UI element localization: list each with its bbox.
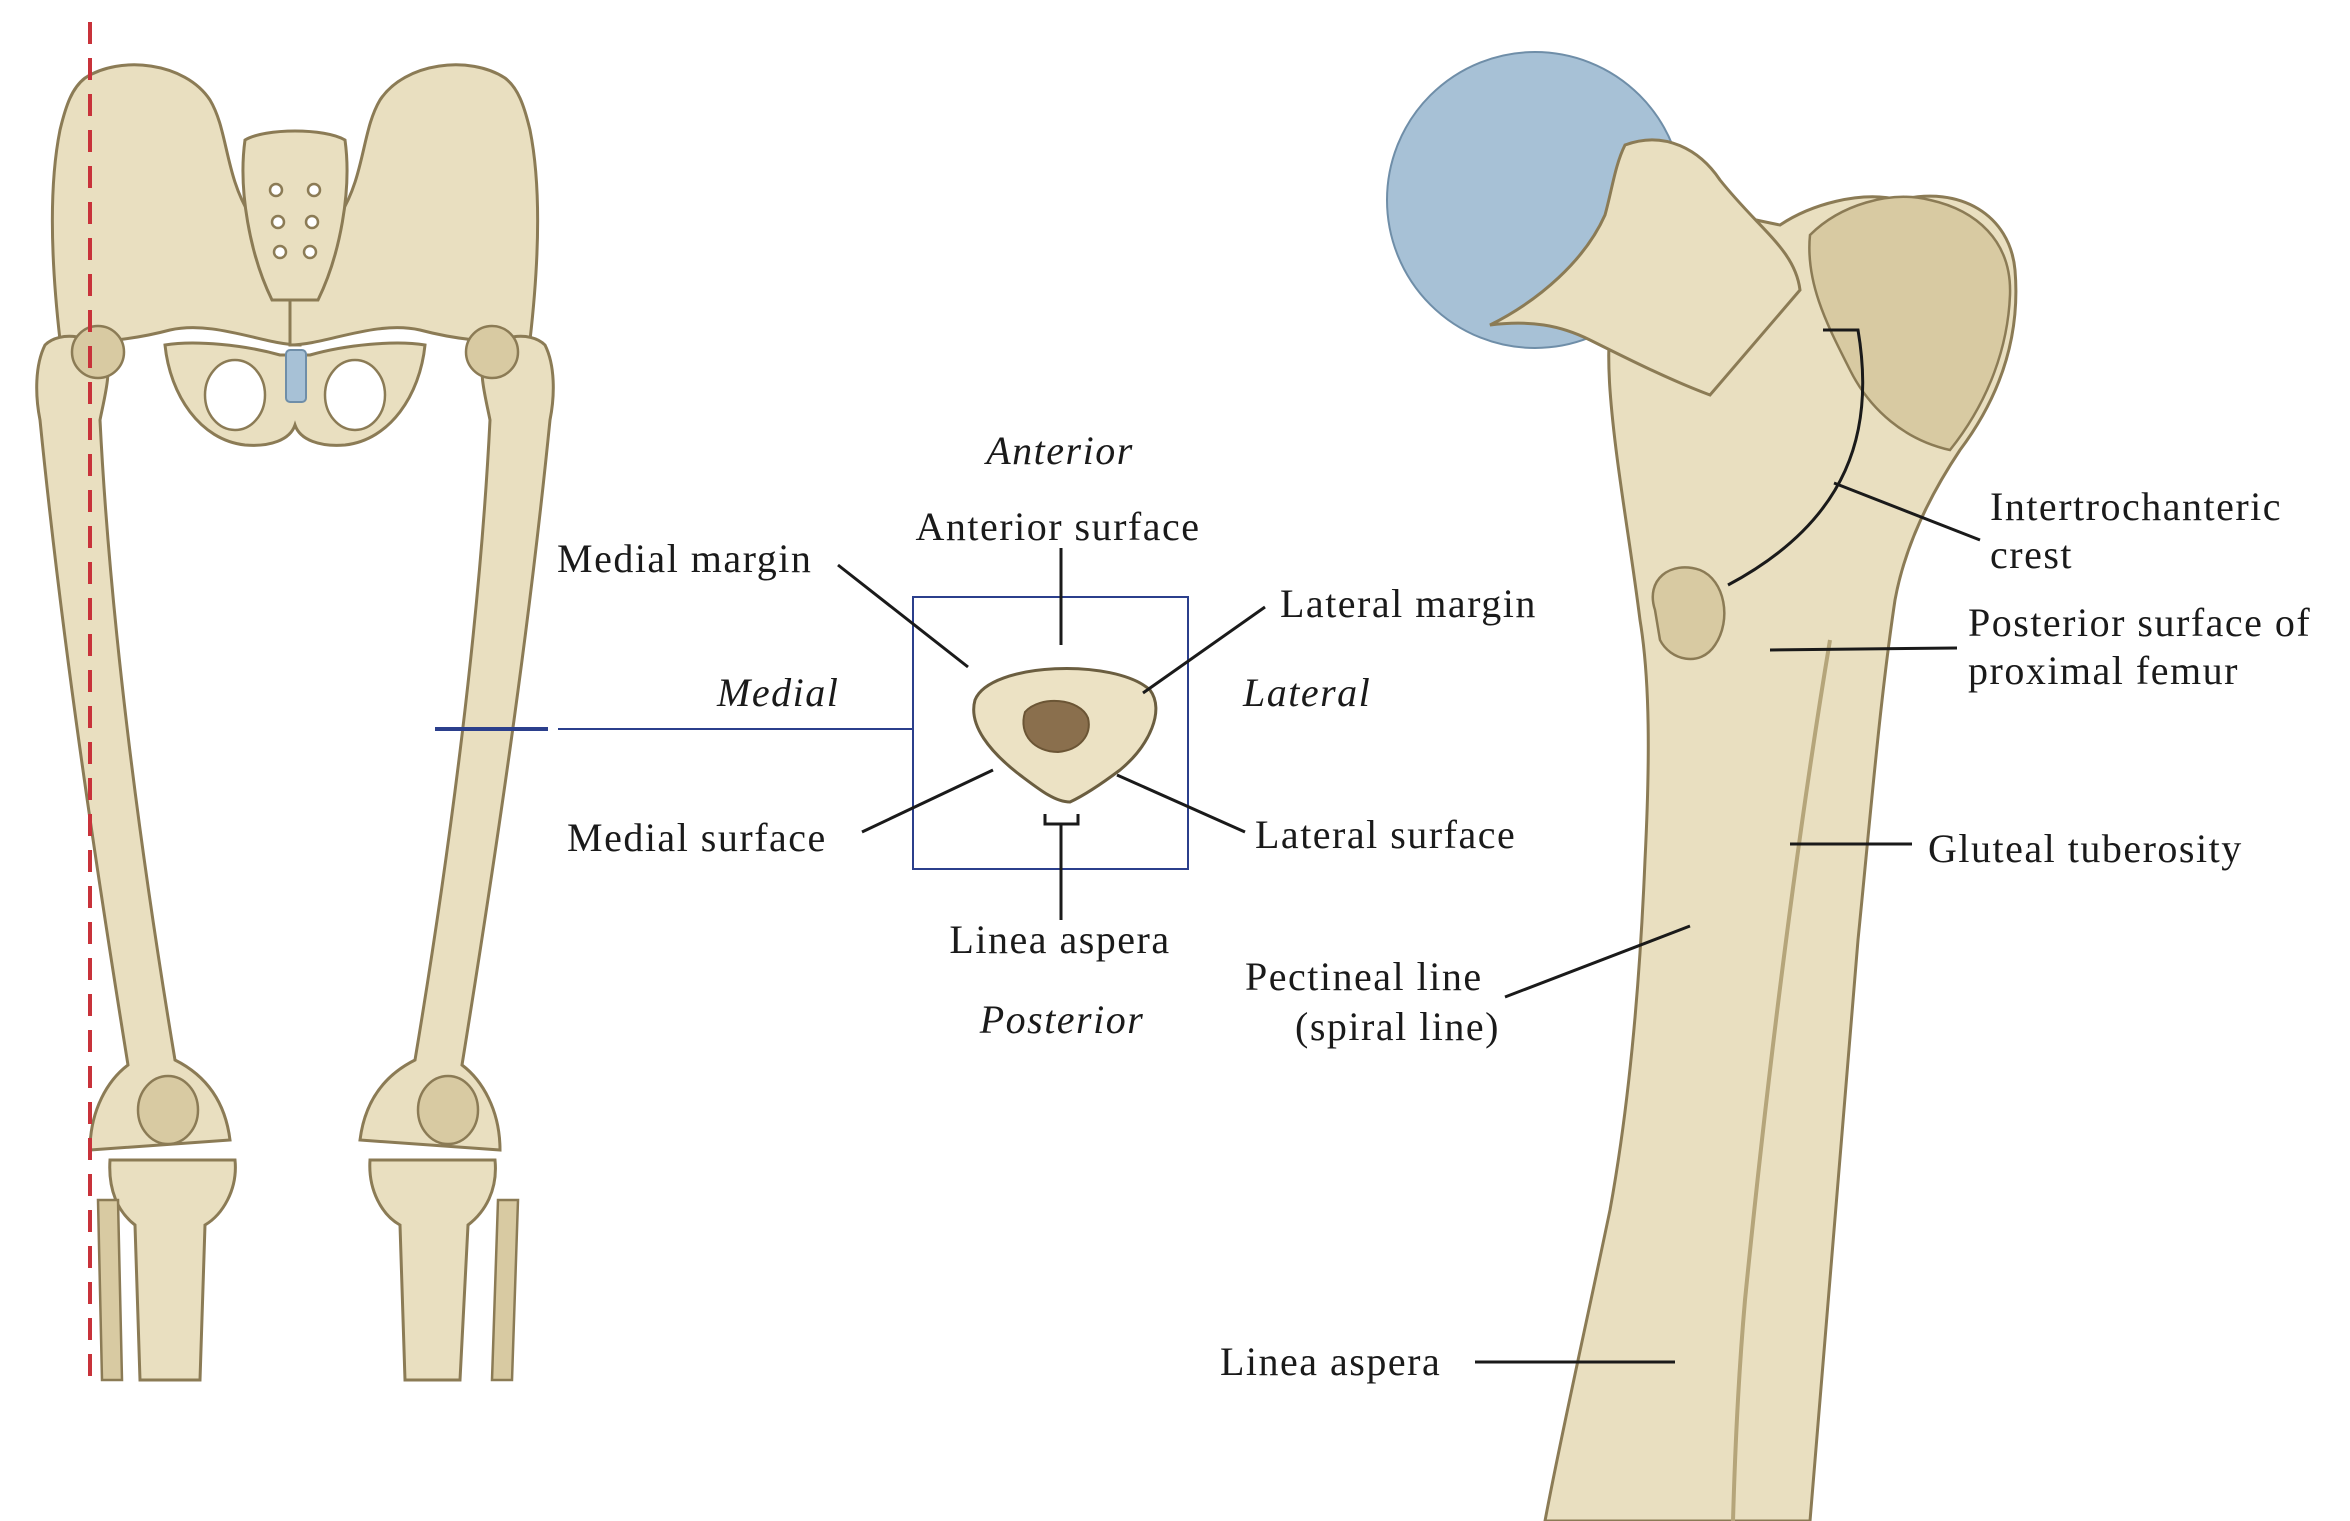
label-intertrochanteric-line1: Intertrochanteric xyxy=(1990,484,2282,529)
leader-lateral-surface xyxy=(1117,775,1245,832)
right-femoral-head xyxy=(72,326,124,378)
label-intertrochanteric-line2: crest xyxy=(1990,532,2073,577)
left-fibula xyxy=(492,1200,518,1380)
right-fibula xyxy=(98,1200,122,1380)
label-lateral: Lateral xyxy=(1242,670,1371,715)
leader-medial-margin xyxy=(838,565,968,667)
right-patella xyxy=(138,1076,198,1144)
label-posterior-surface-line1: Posterior surface of xyxy=(1968,600,2311,645)
medullary-cavity xyxy=(1023,701,1088,752)
sacral-foramen xyxy=(272,216,284,228)
label-gluteal-tuberosity: Gluteal tuberosity xyxy=(1928,826,2243,871)
lesser-trochanter xyxy=(1653,567,1725,659)
label-medial: Medial xyxy=(716,670,839,715)
left-femur xyxy=(360,336,553,1150)
label-posterior-surface-line2: proximal femur xyxy=(1968,648,2239,693)
label-linea-aspera-femur: Linea aspera xyxy=(1220,1339,1441,1384)
label-linea-aspera-cross: Linea aspera xyxy=(949,917,1170,962)
label-medial-margin: Medial margin xyxy=(557,536,812,581)
right-obturator-foramen xyxy=(205,360,265,430)
leader-posterior-surface xyxy=(1770,648,1957,650)
label-pectineal-line1: Pectineal line xyxy=(1245,954,1483,999)
left-femoral-head xyxy=(466,326,518,378)
proximal-femur-illustration: Intertrochanteric crest Posterior surfac… xyxy=(1220,52,2311,1521)
sacral-foramen xyxy=(308,184,320,196)
label-lateral-margin: Lateral margin xyxy=(1280,581,1537,626)
pubic-symphysis xyxy=(286,350,306,402)
left-patella xyxy=(418,1076,478,1144)
sacral-foramen xyxy=(274,246,286,258)
label-posterior: Posterior xyxy=(979,997,1145,1042)
leader-medial-surface xyxy=(862,770,993,832)
left-tibia xyxy=(370,1160,496,1380)
sacral-foramen xyxy=(304,246,316,258)
cross-section-figure: Anterior Anterior surface Medial margin … xyxy=(557,428,1537,1042)
linea-aspera-bracket xyxy=(1045,814,1078,824)
label-anterior-surface: Anterior surface xyxy=(916,504,1201,549)
label-anterior: Anterior xyxy=(983,428,1134,473)
right-tibia xyxy=(110,1160,236,1380)
sacral-foramen xyxy=(306,216,318,228)
right-femur xyxy=(37,336,230,1150)
label-medial-surface: Medial surface xyxy=(567,815,827,860)
label-pectineal-line2: (spiral line) xyxy=(1295,1004,1500,1049)
sacral-foramen xyxy=(270,184,282,196)
left-obturator-foramen xyxy=(325,360,385,430)
label-lateral-surface: Lateral surface xyxy=(1255,812,1516,857)
